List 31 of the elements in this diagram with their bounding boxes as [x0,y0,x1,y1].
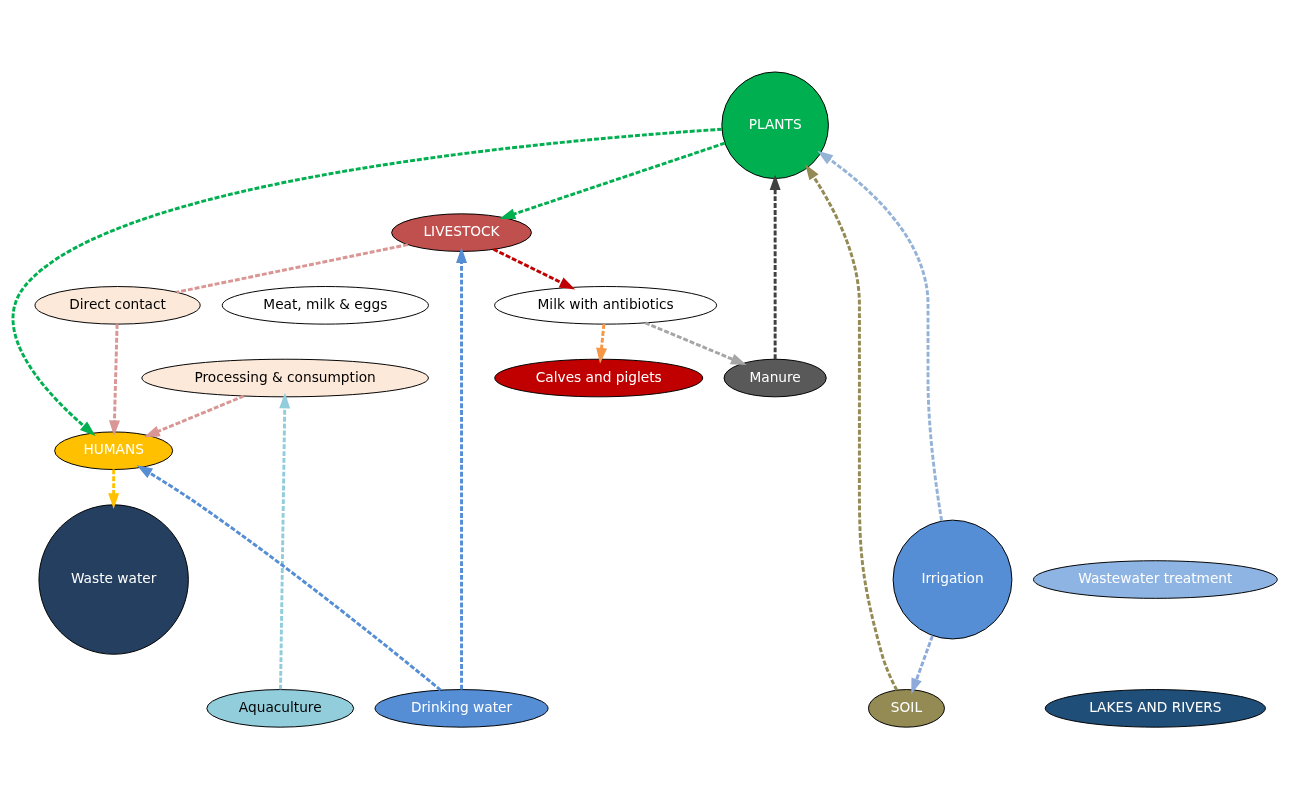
node-ellipse: Drinking water [374,688,549,728]
arrow [144,394,245,437]
arrow [279,392,291,689]
node-ellipse: LIVESTOCK [391,212,532,252]
arrow [136,464,442,691]
node-ellipse: Direct contact [34,285,201,325]
node-ellipse: HUMANS [54,430,174,470]
arrow [108,323,120,436]
node-ellipse: Processing & consumption [141,358,429,397]
arrow [492,247,576,289]
node-ellipse: Aquaculture [206,688,355,728]
arrow [769,173,781,359]
arrow [499,141,726,219]
arrow [817,150,944,521]
node-circle: Waste water [38,503,189,655]
arrow [911,634,934,694]
node-ellipse: Calves and piglets [494,358,704,397]
node-ellipse: SOIL [867,688,945,728]
arrow [108,469,120,509]
node-ellipse: Wastewater treatment [1032,559,1278,599]
node-circle: Irrigation [892,519,1013,639]
node-ellipse: Meat, milk & eggs [221,285,429,325]
arrow [805,163,899,691]
arrow [596,323,608,364]
connector [176,242,409,294]
arrow [11,127,722,436]
arrow [644,321,747,365]
arrow [456,246,468,689]
node-ellipse: Manure [723,358,827,397]
node-ellipse: Milk with antibiotics [494,285,718,325]
node-ellipse: LAKES AND RIVERS [1044,688,1266,728]
